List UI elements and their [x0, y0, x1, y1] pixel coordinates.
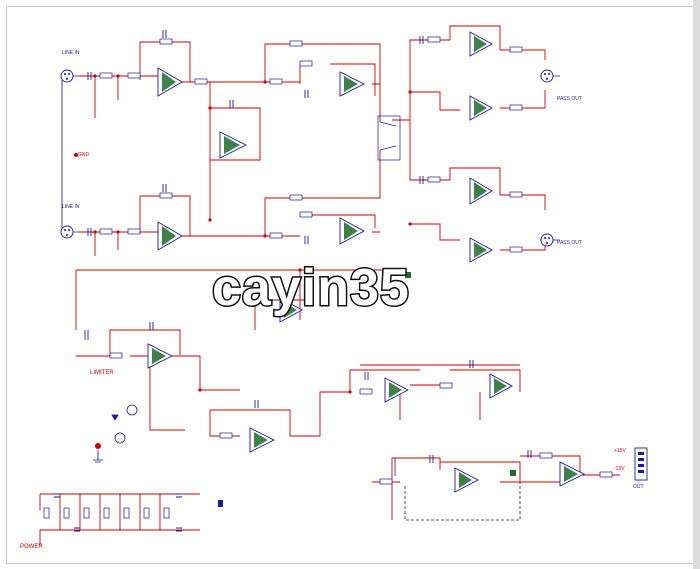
- resistors: [43, 36, 613, 519]
- label-out: OUT: [633, 484, 644, 490]
- junctions: [74, 74, 412, 394]
- limiter-transistors: [93, 404, 138, 463]
- label-line-in-bottom: LINE IN: [62, 204, 80, 210]
- label-power: POWER: [20, 544, 43, 550]
- wires: [39, 25, 620, 545]
- connector-pins: [64, 73, 644, 473]
- text-labels: LINE IN LINE IN GND PASS OUT PASS OUT LI…: [20, 50, 644, 550]
- label-pass-out-bottom: PASS OUT: [557, 240, 582, 246]
- label-plus15v: +15V: [614, 448, 626, 454]
- overlay-markers: [218, 272, 516, 507]
- switch-block: [377, 115, 401, 161]
- label-line-in-top: LINE IN: [62, 50, 80, 56]
- label-gnd: GND: [78, 152, 90, 158]
- label-minus15v: -15V: [614, 466, 625, 472]
- watermark-text: cayin35: [212, 259, 410, 317]
- capacitors: [54, 30, 532, 532]
- label-pass-out-top: PASS OUT: [557, 96, 582, 102]
- op-amp-fills: [152, 36, 578, 488]
- label-limiter: LIMITER: [90, 370, 114, 376]
